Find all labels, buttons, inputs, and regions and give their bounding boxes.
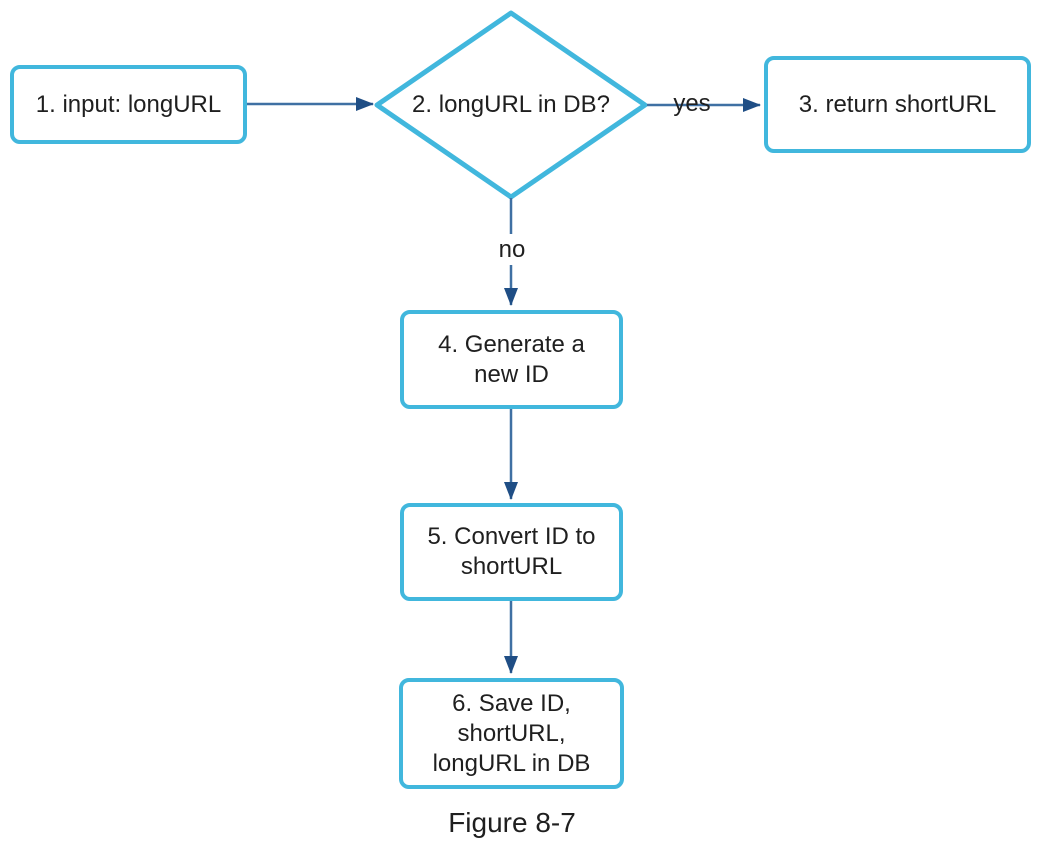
node-return-shorturl: 3. return shortURL (764, 56, 1031, 153)
edge-label-yes: yes (673, 90, 711, 117)
node-decision-longurl-in-db: 2. longURL in DB? (380, 63, 642, 147)
node-input-longurl: 1. input: longURL (10, 65, 247, 144)
node-label: 6. Save ID, shortURL, longURL in DB (432, 689, 591, 777)
decision-diamond-shape (374, 10, 648, 200)
node-save-to-db: 6. Save ID, shortURL, longURL in DB (399, 678, 624, 789)
node-label: 4. Generate a new ID (438, 330, 585, 388)
edge-label-no: no (489, 234, 535, 265)
node-label: 2. longURL in DB? (412, 91, 610, 118)
node-generate-new-id: 4. Generate a new ID (400, 310, 623, 409)
node-label: 3. return shortURL (798, 90, 997, 118)
node-convert-id-to-shorturl: 5. Convert ID to shortURL (400, 503, 623, 601)
node-label: 5. Convert ID to shortURL (427, 523, 596, 580)
figure-caption: Figure 8-7 (448, 807, 576, 838)
node-label: 1. input: longURL (35, 90, 222, 118)
